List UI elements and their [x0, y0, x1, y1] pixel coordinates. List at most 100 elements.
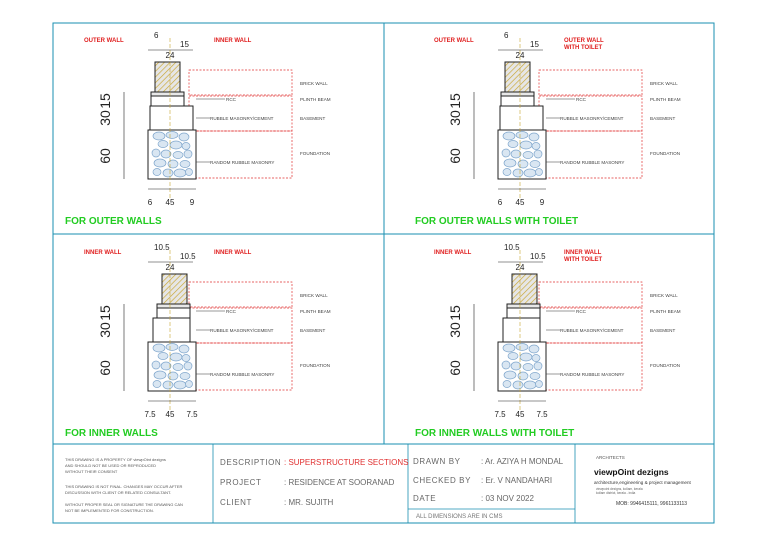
drawn-by-value: : Ar. AZIYA H MONDAL: [481, 457, 564, 466]
right-wall-label: INNER WALL: [214, 38, 252, 44]
rubble-stone: [502, 168, 512, 176]
reference-dashed-box: [188, 130, 293, 179]
annotation-note: RUBBLE MASONRY/CEMENT: [210, 116, 274, 121]
rubble-stone: [510, 149, 522, 159]
layer-height-dimension: 15: [97, 305, 113, 321]
layer-height-dimension: 60: [447, 360, 463, 376]
rubble-stone: [501, 360, 511, 370]
annotation-note: BRICK WALL: [650, 293, 678, 298]
bottom-dimension-right: 7.5: [186, 410, 198, 419]
bottom-dimension-right: 9: [190, 198, 195, 207]
annotation-note: FOUNDATION: [650, 151, 680, 156]
rubble-stone: [185, 168, 193, 176]
plinth-beam: [506, 307, 541, 319]
rubble-stone: [528, 132, 540, 142]
rubble-stone: [151, 360, 161, 370]
annotation-note: FOUNDATION: [650, 363, 680, 368]
panel-title: FOR INNER WALLS: [65, 428, 158, 439]
rubble-stone: [167, 159, 179, 169]
bottom-dimension-left: 6: [148, 198, 153, 207]
firm-address-line: viewpoint dezigns, kollam, kerala: [596, 487, 643, 491]
title-block: THIS DRAWING IS A PROPERTY OF viewpOint …: [65, 444, 692, 523]
rubble-stone: [507, 352, 519, 360]
rubble-stone: [533, 149, 543, 159]
rubble-stone: [533, 361, 543, 371]
reference-dashed-box: [538, 281, 643, 308]
layer-height-dimension: 60: [447, 148, 463, 164]
rubble-stone: [157, 140, 169, 148]
rubble-stone: [152, 343, 166, 353]
rubble-stone: [502, 380, 512, 388]
plinth-beam: [156, 307, 191, 319]
annotation-note: RUBBLE MASONRY/CEMENT: [210, 328, 274, 333]
rubble-stone: [510, 361, 522, 371]
disclaimer-line: DISCUSSION WITH CLIENT OR RELATED CONSUL…: [65, 490, 171, 495]
annotation-note: BASEMENT: [650, 328, 675, 333]
rubble-stone: [531, 142, 541, 150]
annotation-note: BRICK WALL: [300, 293, 328, 298]
plinth-beam: [500, 95, 535, 107]
rubble-stone: [178, 132, 190, 142]
annotation-note: RCC: [576, 309, 587, 314]
firm-mobile: MOB: 9946415111, 9961133113: [616, 501, 687, 507]
bottom-dimension-center: 45: [516, 410, 525, 419]
rubble-stone: [535, 168, 543, 176]
annotation-note: BASEMENT: [300, 328, 325, 333]
layer-height-dimension: 30: [97, 110, 113, 126]
layer-height-dimension: 15: [447, 305, 463, 321]
annotation-note: FOUNDATION: [300, 363, 330, 368]
panel-title: FOR INNER WALLS WITH TOILET: [415, 428, 574, 439]
rubble-stone: [172, 363, 184, 371]
rubble-stone: [179, 372, 191, 380]
disclaimer-line: THIS DRAWING IS NOT FINAL. CHANGES MAY O…: [65, 484, 183, 489]
annotation-note: PLINTH BEAM: [650, 309, 681, 314]
date-label: DATE: [413, 494, 436, 503]
bottom-dimension-center: 45: [516, 198, 525, 207]
top-dimension-center: 24: [516, 263, 525, 272]
annotation-note: RUBBLE MASONRY/CEMENT: [560, 116, 624, 121]
bottom-dimension-center: 45: [166, 198, 175, 207]
rubble-stone: [531, 354, 541, 362]
rubble-stone: [172, 151, 184, 159]
rubble-stone: [507, 140, 519, 148]
rubble-stone: [160, 149, 172, 159]
checked-by-label: CHECKED BY: [413, 476, 471, 485]
top-dimension-center: 24: [166, 51, 175, 60]
reference-dashed-box: [538, 130, 643, 179]
reference-dashed-box: [188, 342, 293, 391]
reference-dashed-box: [538, 69, 643, 96]
firm-address-line: kollam district, kerala - india: [596, 491, 636, 495]
rubble-stone: [181, 142, 191, 150]
rubble-stone: [151, 148, 161, 158]
rubble-stone: [512, 168, 524, 178]
disclaimer-line: WITHOUT THEIR CONSENT: [65, 469, 118, 474]
reference-dashed-box: [188, 95, 293, 132]
panel-title: FOR OUTER WALLS WITH TOILET: [415, 216, 578, 227]
left-wall-label: OUTER WALL: [434, 38, 474, 44]
date-value: : 03 NOV 2022: [481, 494, 534, 503]
rubble-stone: [535, 380, 543, 388]
description-value: : SUPERSTRUCTURE SECTIONS: [284, 458, 408, 467]
plinth-beam: [150, 95, 185, 107]
top-dimension-left: 6: [154, 31, 159, 40]
rubble-stone: [157, 352, 169, 360]
rubble-masonry-basement: [149, 105, 194, 131]
annotation-note: RCC: [576, 97, 587, 102]
left-wall-label: INNER WALL: [84, 250, 122, 256]
rubble-stone: [517, 159, 529, 169]
rubble-stone: [152, 380, 162, 388]
right-wall-label: WITH TOILET: [564, 257, 603, 263]
layer-height-dimension: 15: [97, 93, 113, 109]
reference-dashed-box: [188, 307, 293, 344]
project-value: : RESIDENCE AT SOORANAD: [284, 478, 395, 487]
top-dimension-left: 6: [504, 31, 509, 40]
top-dimension-right: 10.5: [180, 252, 196, 261]
brick-wall-section: [511, 273, 538, 305]
annotation-note: PLINTH BEAM: [650, 97, 681, 102]
rubble-stone: [160, 361, 172, 371]
rubble-stone: [165, 343, 179, 351]
layer-height-dimension: 60: [97, 360, 113, 376]
layer-height-dimension: 30: [447, 322, 463, 338]
